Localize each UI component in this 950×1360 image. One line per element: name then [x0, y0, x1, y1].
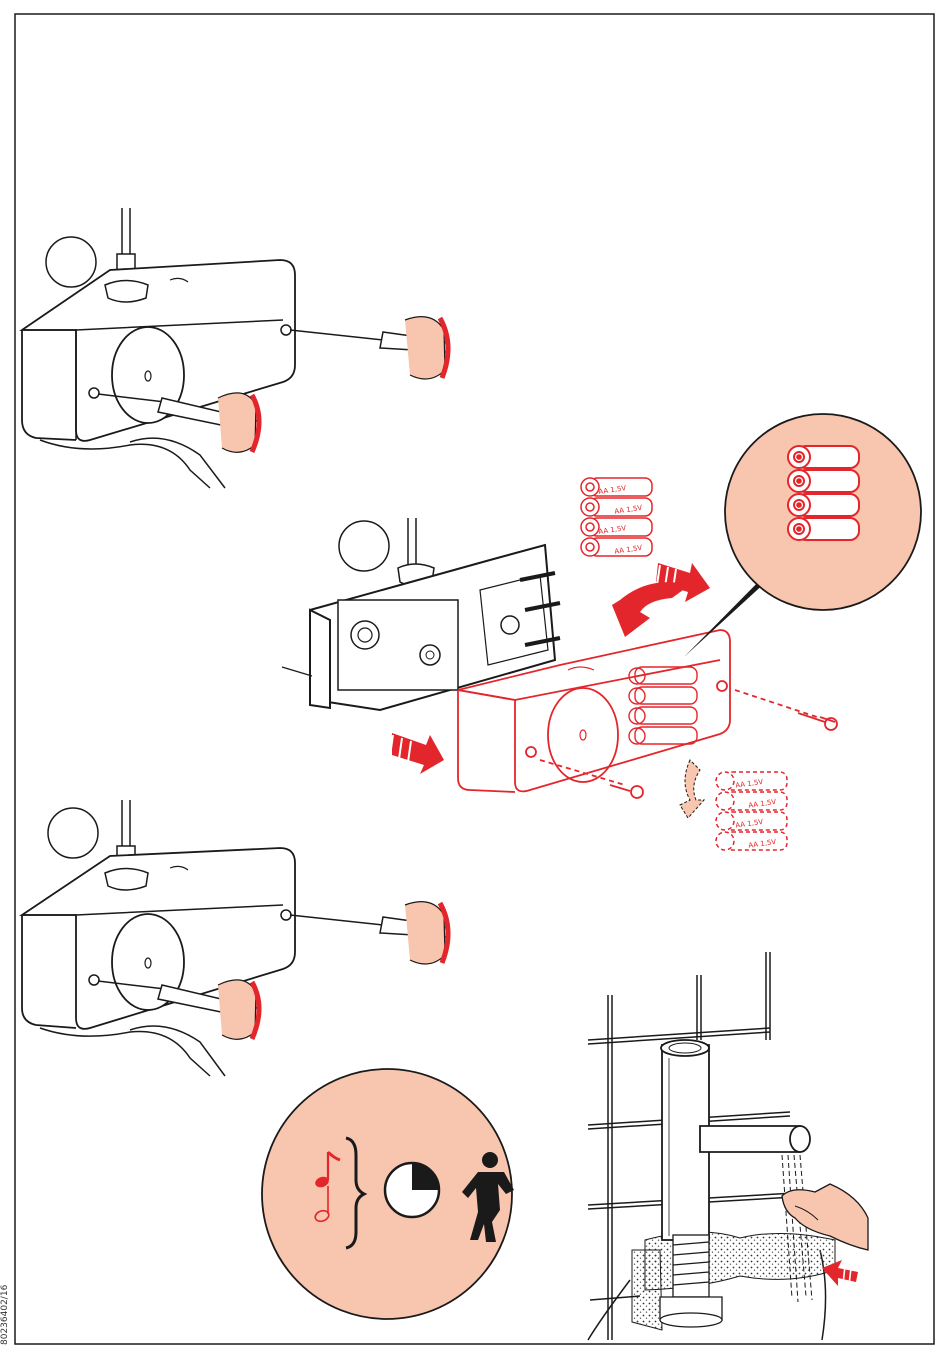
step1-marker — [46, 237, 96, 287]
clock-icon — [385, 1163, 439, 1217]
step2-illustration: AA 1,5V AA 1,5V AA 1,5V AA 1,5V — [282, 414, 921, 850]
old-batteries: AA 1,5V AA 1,5V AA 1,5V AA 1,5V — [716, 772, 787, 850]
step5-faucet-test — [588, 952, 868, 1340]
battery-zoom-detail — [725, 414, 921, 610]
insert-arrow — [612, 582, 690, 637]
step1-illustration — [22, 208, 448, 488]
step3-marker — [48, 808, 98, 858]
valve-dial — [420, 645, 440, 665]
new-batteries: AA 1,5V AA 1,5V AA 1,5V AA 1,5V — [581, 478, 652, 556]
document-code: 80236402/16 — [0, 1331, 14, 1345]
remove-arrow — [680, 760, 704, 818]
step4-signal-wait — [262, 1069, 514, 1319]
step2-marker — [339, 521, 389, 571]
step3-illustration — [22, 800, 448, 1076]
